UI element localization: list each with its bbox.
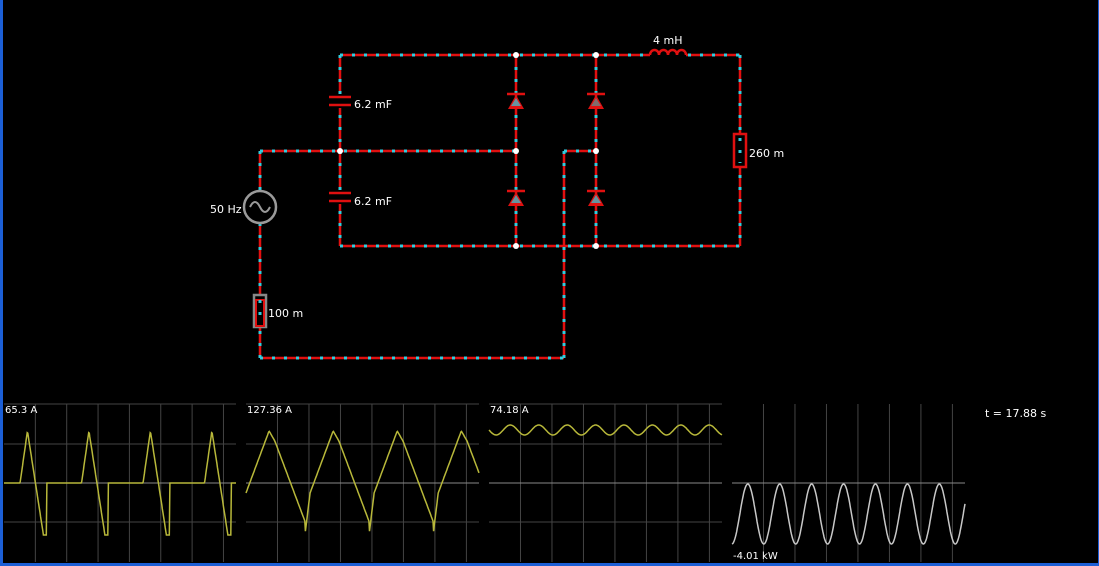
- load-resistor[interactable]: 260 m: [732, 132, 784, 169]
- circuit-nodes: [337, 52, 599, 249]
- capacitor-top-label: 6.2 mF: [354, 98, 392, 111]
- capacitor-top[interactable]: 6.2 mF: [329, 94, 392, 111]
- ac-source[interactable]: 50 Hz: [210, 189, 278, 225]
- diode-top-left[interactable]: [507, 92, 525, 109]
- diode-bottom-left[interactable]: [507, 189, 525, 206]
- inductor-label: 4 mH: [653, 34, 682, 47]
- series-resistor-label: 100 m: [268, 307, 303, 320]
- diode-bottom-right[interactable]: [587, 189, 605, 206]
- capacitor-bottom-label: 6.2 mF: [354, 195, 392, 208]
- scope-3-label: 74.18 A: [490, 405, 529, 416]
- scope-current-2[interactable]: 127.36 A: [245, 403, 480, 562]
- scope-current-3[interactable]: 74.18 A: [488, 403, 723, 562]
- scope-power[interactable]: -4.01 kW: [731, 404, 966, 562]
- inductor[interactable]: 4 mH: [648, 34, 688, 57]
- scope-current-1[interactable]: 65.3 A: [4, 403, 236, 562]
- time-readout: t = 17.88 s: [985, 407, 1047, 420]
- capacitor-bottom[interactable]: 6.2 mF: [329, 190, 392, 208]
- scope-2-label: 127.36 A: [247, 405, 292, 416]
- diode-top-right[interactable]: [587, 92, 605, 109]
- scope-4-label: -4.01 kW: [733, 551, 778, 562]
- ac-source-label: 50 Hz: [210, 203, 242, 216]
- scope-1-label: 65.3 A: [5, 405, 37, 416]
- load-resistor-label: 260 m: [749, 147, 784, 160]
- series-resistor[interactable]: 100 m: [252, 293, 303, 329]
